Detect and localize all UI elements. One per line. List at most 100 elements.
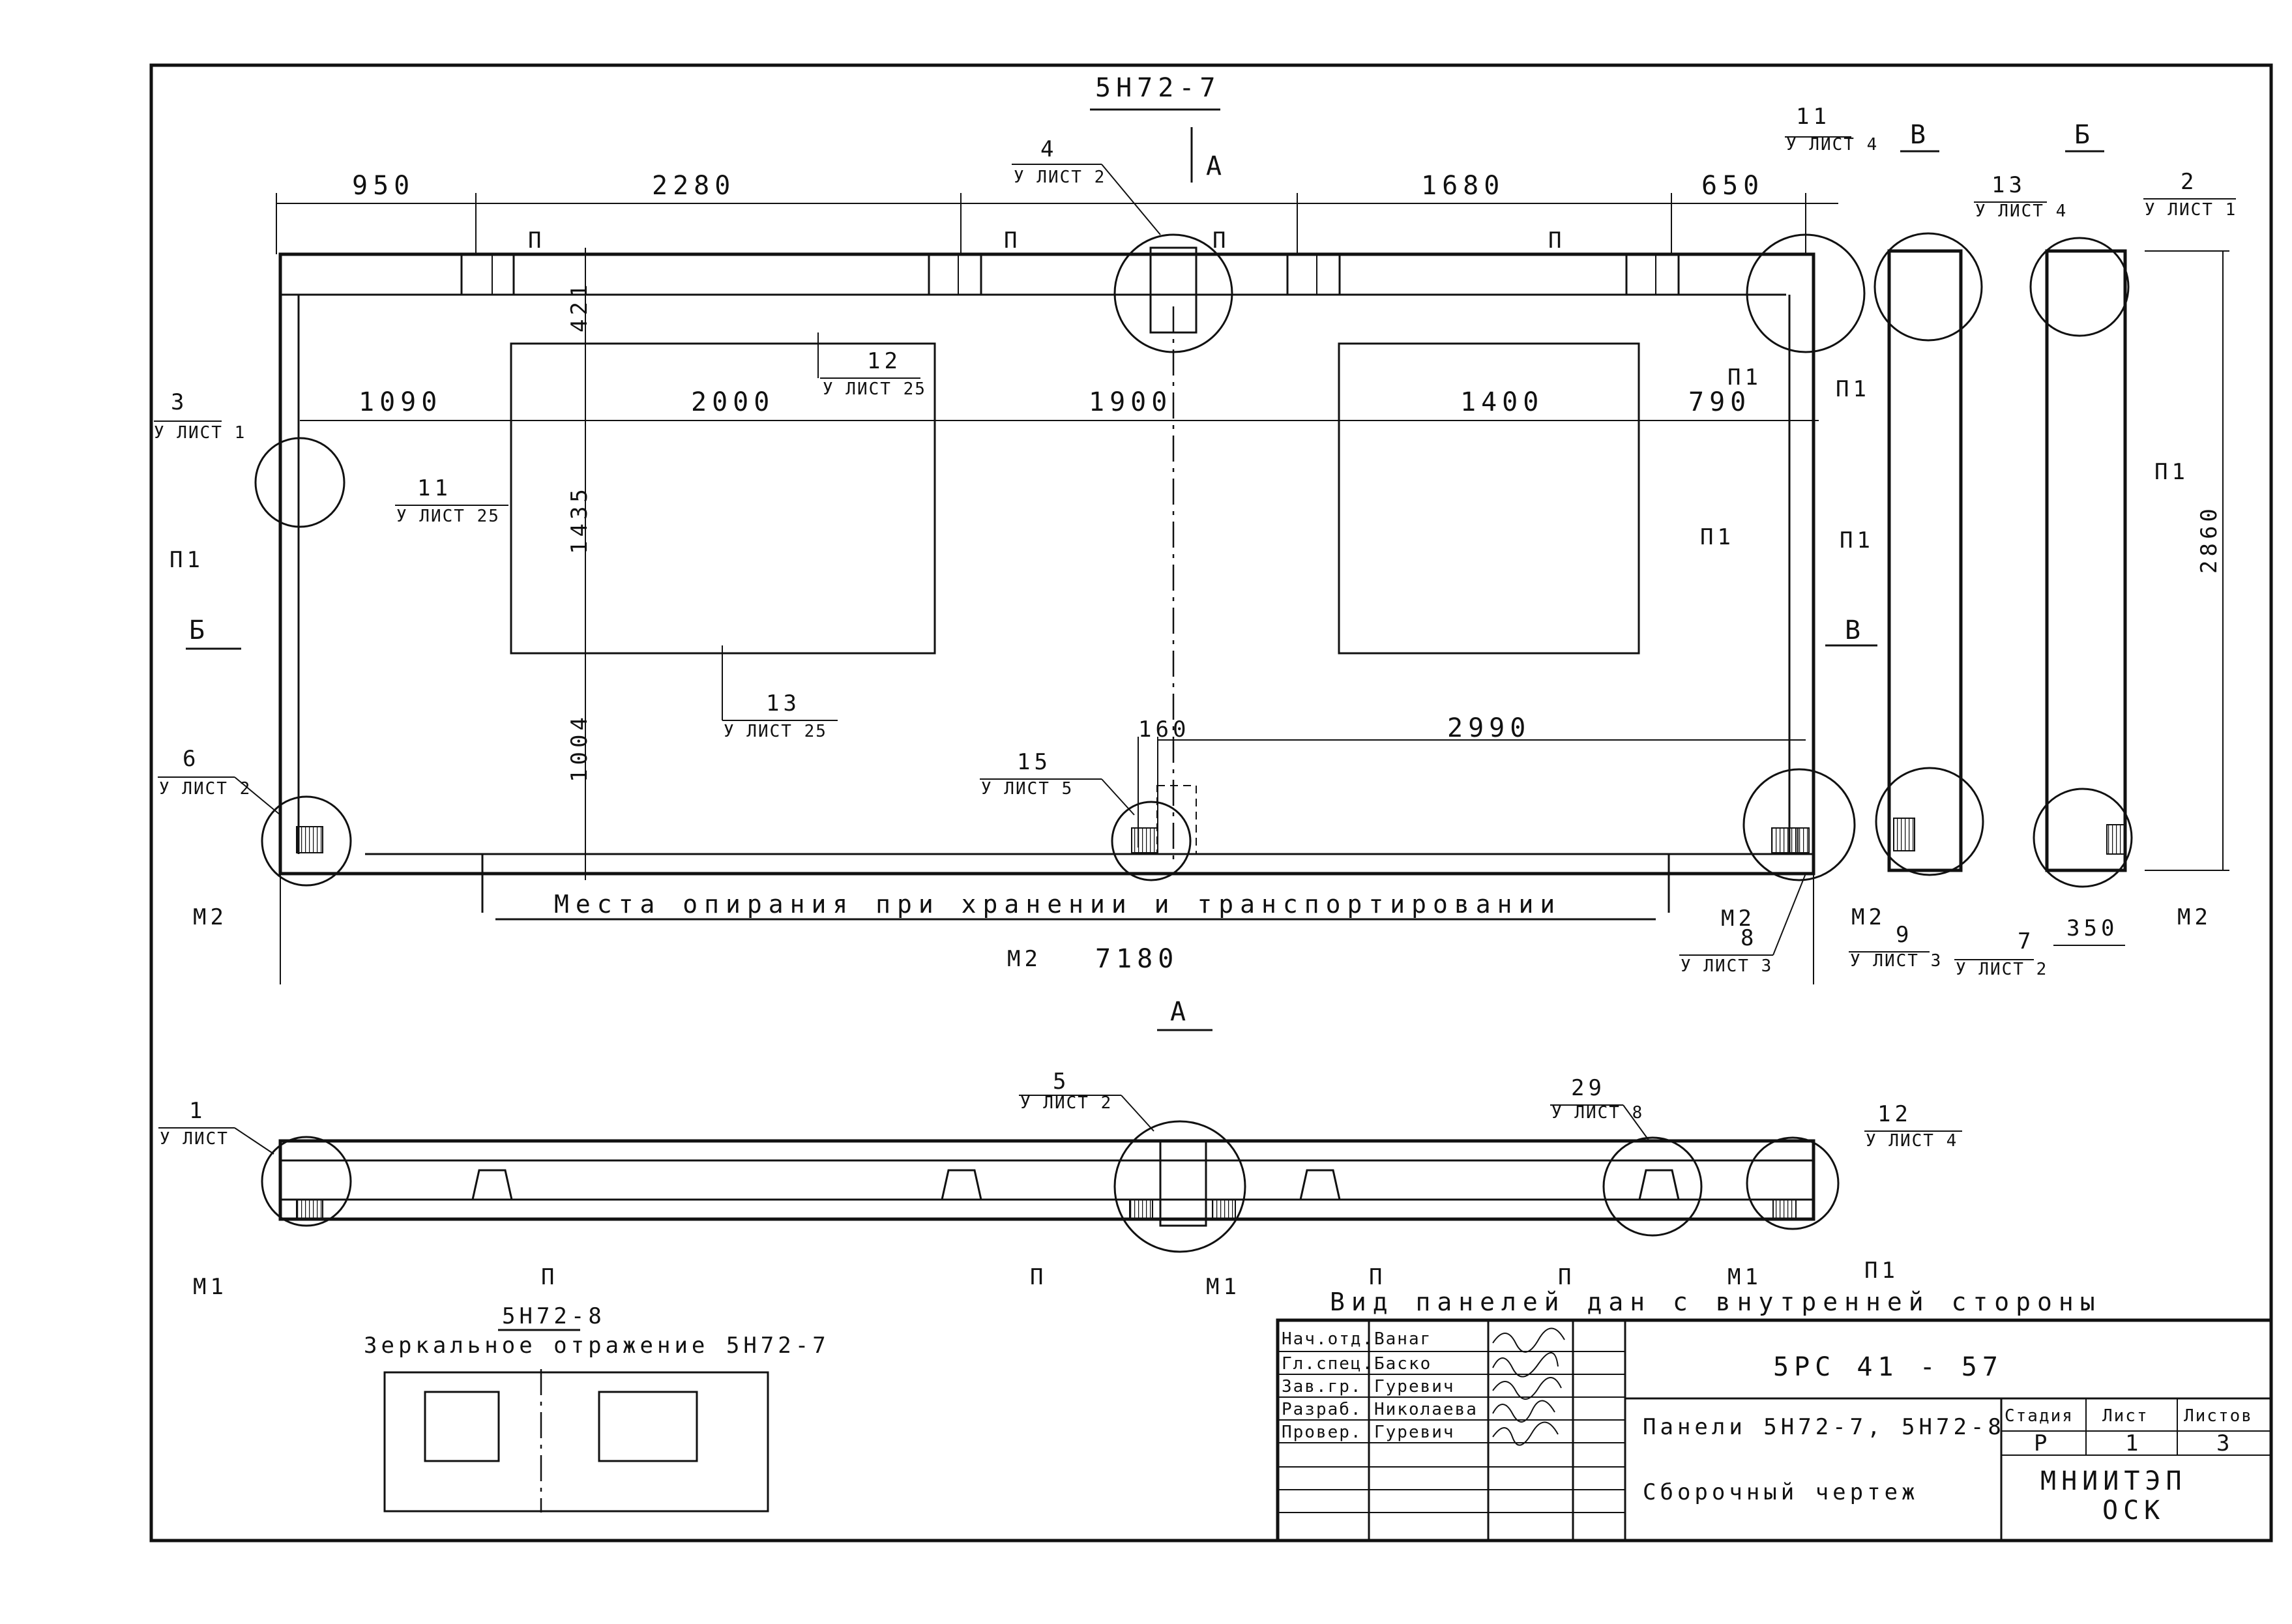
dim-1435: 1435: [566, 485, 593, 554]
callout-5-num: 5: [1053, 1069, 1070, 1095]
mark-m1-3: М1: [1727, 1264, 1762, 1290]
signature-4: [1492, 1400, 1555, 1423]
mark-m2-3: М2: [1721, 906, 1756, 932]
dim-350: 350: [2066, 915, 2118, 941]
mark-p-2: П: [1004, 228, 1021, 254]
callout-12a-num: 12: [867, 348, 902, 374]
mark-p-4: П: [1548, 228, 1565, 254]
dim-2990: 2990: [1447, 713, 1531, 743]
view-v-title: В: [1910, 120, 1931, 150]
mark-p-3: П: [1212, 228, 1229, 254]
mark-m2-2: М2: [1007, 946, 1042, 972]
callout-29-sheet: У ЛИСТ 8: [1551, 1103, 1643, 1123]
callout-7-sheet: У ЛИСТ 2: [1956, 960, 2048, 979]
section-a-view: А 1 У ЛИСТ 5 У ЛИСТ 2 29 У ЛИСТ 8 12 У Л…: [158, 997, 1962, 1300]
callout-12b-sheet: У ЛИСТ 4: [1866, 1131, 1958, 1151]
detail-circle-3: [254, 437, 345, 528]
callout-7-num: 7: [2018, 928, 2035, 954]
sheets-value: 3: [2216, 1430, 2233, 1456]
signer-role-4: Разраб.: [1282, 1400, 1362, 1419]
main-title: 5Н72-7: [1095, 73, 1221, 103]
mark-p-5: П: [541, 1264, 558, 1290]
dim-2860: 2860: [2196, 505, 2222, 574]
sheet-value: 1: [2125, 1430, 2142, 1456]
signer-role-2: Гл.спец.: [1282, 1354, 1374, 1374]
org-line2: ОСК: [2102, 1496, 2165, 1526]
title-block: Нач.отд. Ванаг Гл.спец. Баско Зав.гр. Гу…: [1276, 1318, 2273, 1543]
callout-1-sheet: У ЛИСТ: [160, 1129, 229, 1149]
dim-421: 421: [566, 281, 593, 332]
callout-9-sheet: У ЛИСТ 3: [1850, 951, 1942, 971]
signer-name-1: Ванаг: [1374, 1329, 1432, 1349]
mark-m2-4: М2: [1851, 904, 1886, 930]
signer-name-5: Гуревич: [1374, 1423, 1455, 1442]
callout-5-sheet: У ЛИСТ 2: [1020, 1093, 1112, 1113]
callout-13b-num: 13: [766, 690, 801, 716]
mark-p1-2: П1: [1727, 364, 1762, 391]
dim-2000: 2000: [691, 387, 774, 417]
signer-name-3: Гуревич: [1374, 1377, 1455, 1396]
support-note: Места опирания при хранении и транспорти…: [554, 890, 1561, 919]
callout-11a-num: 11: [1796, 104, 1830, 130]
callout-15-sheet: У ЛИСТ 5: [981, 779, 1073, 799]
stage-label: Стадия: [2005, 1406, 2074, 1426]
callout-15-num: 15: [1017, 749, 1051, 775]
dim-1400: 1400: [1460, 387, 1544, 417]
dim-7180: 7180: [1095, 944, 1179, 974]
mirror-note: Зеркальное отражение 5Н72-7: [364, 1333, 830, 1359]
view-be-title: Б: [2074, 120, 2095, 150]
callout-8-num: 8: [1741, 925, 1757, 951]
detail-circle-11a: [1746, 233, 1866, 353]
mark-p-7: П: [1369, 1264, 1386, 1290]
dim-1680: 1680: [1421, 171, 1505, 201]
mark-m1-2: М1: [1206, 1274, 1241, 1300]
mark-p-1: П: [528, 228, 545, 254]
mark-p1-6: П1: [2154, 459, 2189, 485]
signature-1: [1492, 1327, 1565, 1353]
callout-29-num: 29: [1571, 1075, 1606, 1101]
signature-5: [1492, 1421, 1559, 1446]
top-dimensions: 950 2280 1680 650: [276, 171, 1838, 254]
callout-11a-sheet: У ЛИСТ 4: [1786, 135, 1878, 155]
dim-160: 160: [1138, 716, 1190, 743]
dim-790: 790: [1688, 387, 1751, 417]
stage-value: Р: [2034, 1430, 2051, 1456]
detail-circle-8: [1742, 768, 1856, 881]
section-v-label: В: [1845, 615, 1866, 645]
sheet-frame: [149, 63, 2273, 1543]
callout-13a-num: 13: [1991, 172, 2026, 198]
dim-650: 650: [1701, 171, 1764, 201]
signer-name-2: Баско: [1374, 1354, 1432, 1374]
mark-p-6: П: [1030, 1264, 1047, 1290]
main-elevation: 5Н72-7 А 950 2280 1680 650: [186, 73, 1877, 984]
callout-3-sheet: У ЛИСТ 1: [154, 423, 246, 443]
callout-3-num: 3: [171, 389, 188, 415]
signer-role-3: Зав.гр.: [1282, 1377, 1362, 1396]
dim-1900: 1900: [1089, 387, 1172, 417]
signature-3: [1492, 1377, 1562, 1400]
dim-1090: 1090: [359, 387, 442, 417]
mark-p1-7: П1: [1864, 1258, 1899, 1284]
callout-12b-num: 12: [1877, 1101, 1912, 1127]
callout-4-sheet: У ЛИСТ 2: [1014, 168, 1106, 187]
callout-8-sheet: У ЛИСТ 3: [1681, 956, 1772, 976]
side-view-v: В 13 У ЛИСТ 4 9 У ЛИСТ 3 П1 П1 М2: [1836, 120, 2066, 971]
panel-outline: [278, 252, 1815, 876]
side-view-b: Б 2860 350 2 У ЛИСТ 1 7 У ЛИСТ 2 П1 М2: [1954, 120, 2236, 979]
callout-11b-sheet: У ЛИСТ 25: [396, 507, 500, 526]
mirror-thumbnail: 5Н72-8 Зеркальное отражение 5Н72-7: [364, 1303, 830, 1513]
callout-9-num: 9: [1896, 922, 1913, 948]
callout-4-num: 4: [1040, 136, 1057, 162]
callout-6-num: 6: [183, 746, 199, 772]
window-opening-right: [1338, 342, 1640, 655]
mark-p1-3: П1: [1700, 524, 1735, 550]
mirror-title: 5Н72-8: [502, 1303, 606, 1329]
sheets-label: Листов: [2184, 1406, 2253, 1426]
callouts-main: 4 У ЛИСТ 2 11 У ЛИСТ 4 12 У ЛИСТ 25 3 У …: [154, 104, 1878, 976]
org-line1: МНИИТЭП: [2040, 1466, 2187, 1496]
callout-11b-num: 11: [417, 475, 452, 501]
mark-p1-1: П1: [169, 547, 204, 573]
dim-950: 950: [352, 171, 415, 201]
signer-role-1: Нач.отд.: [1282, 1329, 1374, 1349]
